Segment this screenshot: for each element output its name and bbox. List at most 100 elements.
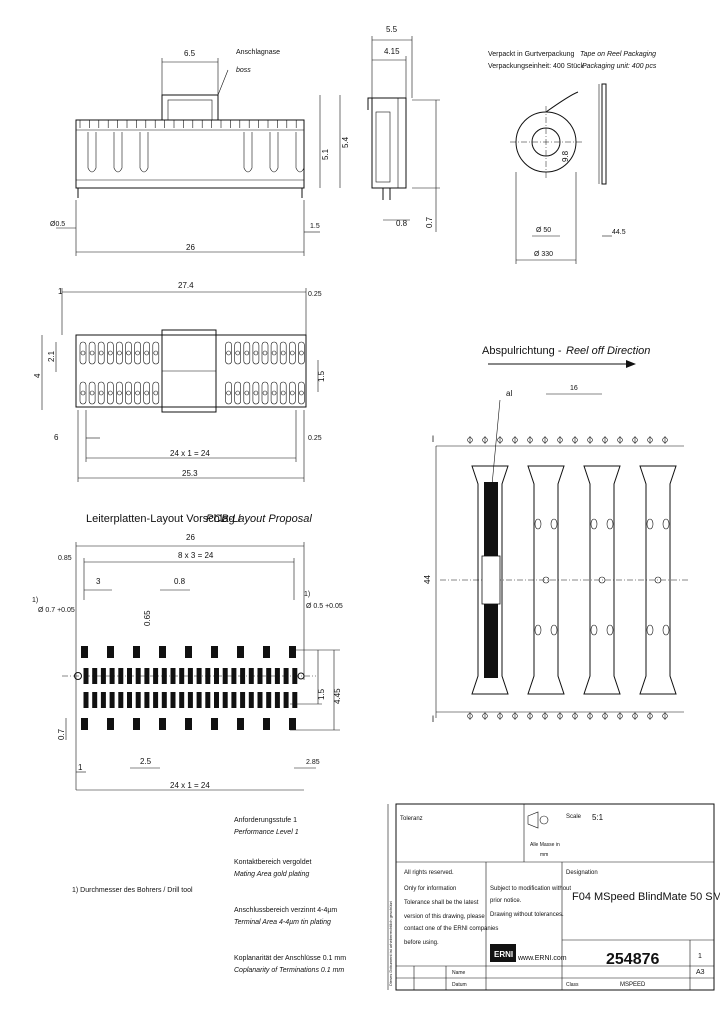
pocket-connector-boss — [481, 555, 501, 605]
pcb-pad-signal — [289, 646, 296, 658]
bottom-contact — [234, 341, 241, 365]
dim-26: 26 — [186, 243, 195, 252]
pocket-slot — [662, 518, 670, 530]
bottom-contact — [261, 381, 269, 405]
pcb-pad-row — [92, 668, 98, 684]
pcb-title-de: Leiterplatten-Layout Vorschlag / — [86, 513, 242, 525]
dim-6: 6 — [54, 433, 59, 442]
tb-date-label: Datum — [452, 982, 467, 988]
tb-designation: F04 MSpeed BlindMate 50 SMD — [572, 891, 720, 903]
bottom-contact-dot — [235, 390, 240, 396]
pcb-pad-row — [248, 668, 254, 684]
bottom-contact-dot — [253, 350, 259, 356]
pcb-dim-d07: Ø 0.7 +0.05 — [38, 607, 75, 614]
tb-info1: Only for information — [404, 886, 456, 892]
dim-d50: Ø 50 — [536, 227, 551, 234]
pcb-pad-row — [109, 668, 115, 684]
dim-0-25: 0.25 — [308, 291, 322, 298]
bottom-contact-dot — [280, 390, 286, 396]
bottom-contact — [134, 381, 141, 405]
front-view: 6.5 Anschlagnase boss 5.4 5.1 Ø0.5 26 1.… — [50, 49, 350, 256]
erni-logo — [490, 944, 516, 962]
dim-24x1: 24 x 1 = 24 — [170, 449, 210, 458]
bottom-contact — [288, 341, 296, 365]
pcb-pad-row — [161, 668, 167, 684]
pcb-pad-signal — [289, 718, 296, 730]
bottom-contact — [288, 381, 296, 405]
pcb-pad-row — [187, 692, 193, 708]
bottom-contact-dot — [226, 390, 231, 396]
bottom-contact-dot — [289, 350, 295, 356]
bottom-contact-dot — [108, 350, 113, 356]
pocket-slot — [646, 518, 654, 530]
bottom-contact — [97, 341, 105, 365]
tb-tolerance: Toleranz — [400, 816, 423, 822]
pcb-pad-row — [118, 692, 124, 708]
pcb-pad-row — [292, 668, 298, 684]
bottom-contact-dot — [89, 350, 95, 356]
front-contact — [269, 132, 279, 173]
pocket-slot — [606, 624, 614, 636]
bottom-contact — [125, 341, 132, 365]
bottom-contact — [252, 381, 260, 405]
pcb-pad-row — [266, 692, 272, 708]
tb-class-label: Class — [566, 982, 579, 988]
bottom-contact-dot — [144, 390, 149, 396]
pcb-pad-row — [161, 692, 167, 708]
label-boss: boss — [236, 67, 251, 74]
pcb-pad-signal — [185, 646, 192, 658]
tb-mm: mm — [540, 852, 548, 858]
pcb-pad-signal — [263, 718, 270, 730]
tb-info5: before using. — [404, 940, 439, 946]
pcb-dim-0-7: 0.7 — [57, 728, 66, 740]
dim-0-8: 0.8 — [396, 219, 408, 228]
pcb-pad-signal — [159, 646, 166, 658]
pcb-dim-d05: Ø 0.5 +0.05 — [306, 603, 343, 610]
pcb-pad-row — [240, 692, 246, 708]
bottom-contact — [152, 381, 160, 405]
bottom-contact — [88, 341, 96, 365]
dim-2-1: 2.1 — [47, 350, 56, 362]
title-block: Toleranz Scale 5:1 Alle Masse in mm All … — [387, 803, 720, 991]
tape-pocket — [471, 465, 509, 695]
dim-0-25b: 0.25 — [308, 435, 322, 442]
bottom-contact-dot — [299, 390, 304, 396]
tb-scale-label: Scale — [566, 814, 582, 820]
pcb-dim-1-5: 1.5 — [317, 688, 326, 700]
tb-subject3: Drawing without tolerances. — [490, 912, 564, 918]
pcb-pad-row — [109, 692, 115, 708]
bottom-contact — [88, 381, 96, 405]
bottom-contact-dot — [144, 350, 149, 356]
pcb-pad-signal — [185, 718, 192, 730]
tape-pocket — [583, 465, 621, 695]
pcb-dim-0-85: 0.85 — [58, 555, 72, 562]
bottom-contact — [107, 341, 114, 365]
front-contact — [87, 132, 97, 173]
pcb-dim-3: 3 — [96, 577, 101, 586]
pcb-pad-row — [153, 692, 159, 708]
bottom-contact-dot — [108, 390, 113, 396]
bottom-contact — [270, 381, 278, 405]
pcb-pad-row — [274, 692, 280, 708]
pcb-pad-signal — [237, 718, 244, 730]
note-footnote: 1) Durchmesser des Bohrers / Drill tool — [72, 887, 193, 894]
bottom-contact — [79, 381, 87, 405]
pocket-hole — [654, 576, 662, 584]
bottom-contact — [143, 341, 150, 365]
bottom-contact-dot — [271, 390, 277, 396]
bottom-contact — [79, 341, 87, 365]
bottom-view: 27.4 0.25 2.1 4 1.5 6 0.25 24 x 1 = 24 2… — [33, 281, 326, 482]
pcb-pad-signal — [237, 646, 244, 658]
bottom-contact — [125, 381, 132, 405]
bottom-contact — [225, 381, 232, 405]
pocket-slot — [590, 624, 598, 636]
tb-desig-label: Designation — [566, 870, 598, 876]
dim-25-3: 25.3 — [182, 469, 198, 478]
note-cop-de: Koplanarität der Anschlüsse 0.1 mm — [234, 955, 346, 962]
tb-logo: ERNI — [494, 950, 513, 959]
pcb-pad-row — [127, 692, 132, 708]
side-view: 5.5 4.15 0.8 0.7 — [367, 25, 440, 232]
pcb-pad-row — [214, 692, 219, 708]
bottom-contact — [243, 341, 251, 365]
tb-dimensions: Alle Masse in — [530, 842, 560, 848]
